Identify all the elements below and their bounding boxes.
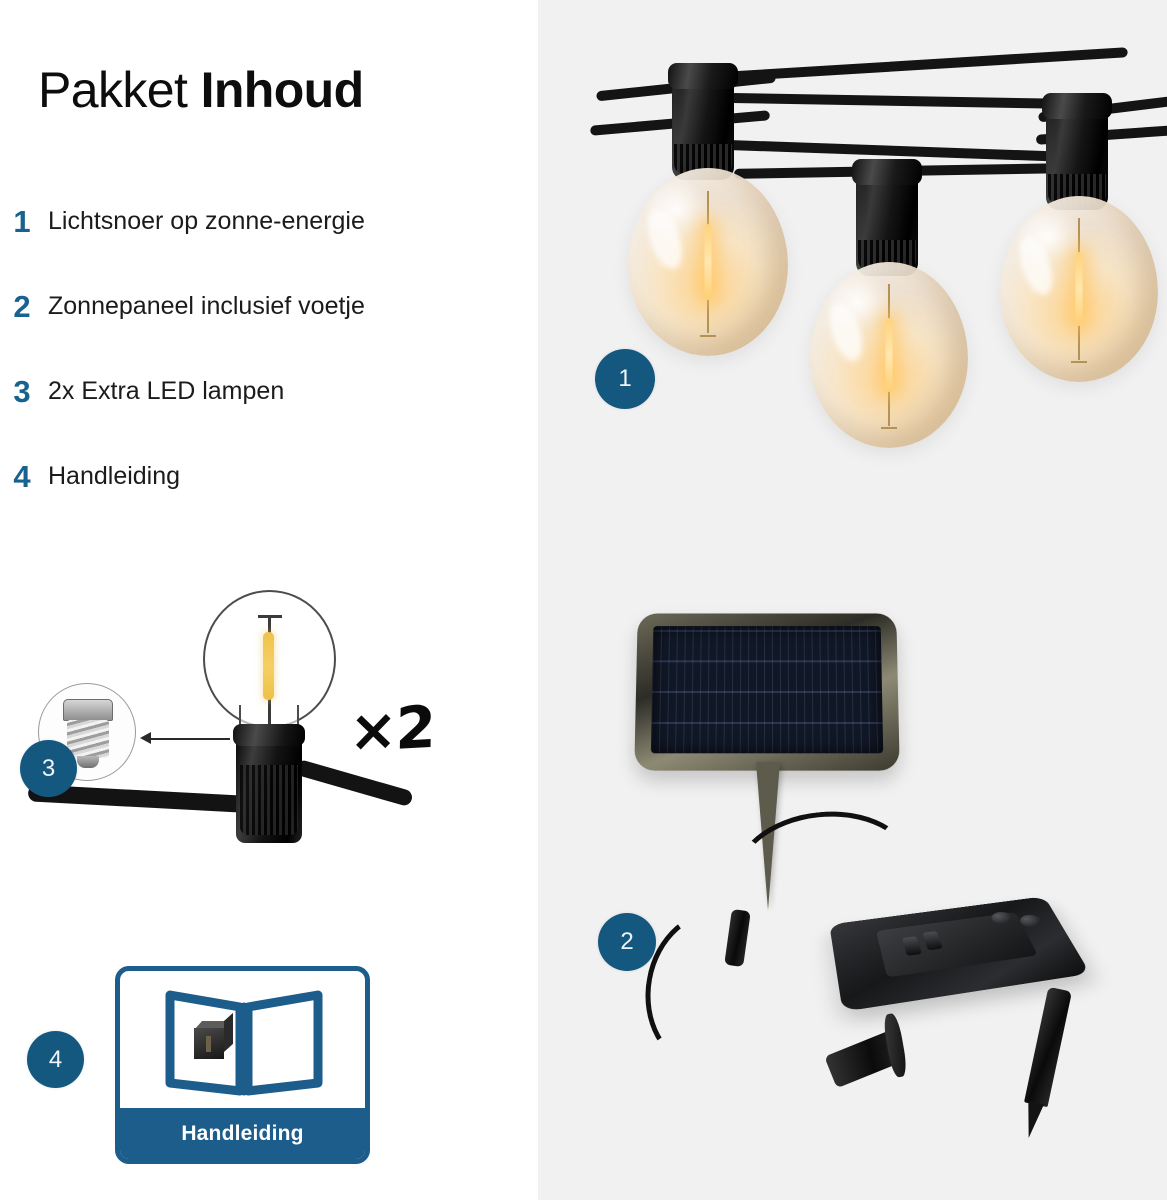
screw-base-tip [77, 756, 99, 768]
filament-cross [881, 427, 897, 429]
badge-manual: 4 [27, 1031, 84, 1088]
page-title-light: Pakket [38, 62, 201, 118]
box-slot [206, 1036, 211, 1052]
list-item-number: 1 [5, 206, 39, 237]
badge-extra-bulbs: 3 [20, 740, 77, 797]
filament-core [886, 318, 893, 392]
cable-top-span [708, 47, 1128, 83]
product-box-icon [194, 1021, 232, 1059]
ground-stake-icon [1024, 987, 1072, 1107]
badge-string-lights: 1 [595, 349, 655, 409]
badge-solar-panel: 2 [598, 913, 656, 971]
screw-base-top [63, 699, 113, 721]
filament-core [705, 224, 712, 299]
list-item: 2 Zonnepaneel inclusief voetje [0, 291, 500, 376]
filament-core [1076, 252, 1083, 326]
box-side-face [224, 1013, 233, 1052]
connection-cable-lower [633, 900, 789, 1080]
solar-panel-photo [538, 580, 1167, 1200]
screw-base-threads [67, 720, 109, 758]
list-item-number: 4 [5, 461, 39, 492]
extra-bulb-diagram [0, 565, 538, 865]
filament-core [263, 632, 274, 700]
light-bulb-icon [810, 262, 968, 448]
list-item-number: 2 [5, 291, 39, 322]
list-item-label: Handleiding [48, 463, 180, 491]
package-contents-list: 1 Lichtsnoer op zonne-energie 2 Zonnepan… [0, 206, 500, 546]
list-item-label: Zonnepaneel inclusief voetje [48, 293, 365, 321]
lamp-socket-icon [1046, 102, 1108, 210]
multiplier-label: ×2 [349, 698, 435, 761]
solar-panel-icon [634, 613, 900, 770]
solar-cells [651, 626, 883, 753]
filament-cross [700, 335, 716, 337]
arrow-left-icon-line [144, 738, 230, 740]
open-book-icon [162, 987, 326, 1099]
list-item: 1 Lichtsnoer op zonne-energie [0, 206, 500, 291]
lamp-socket-icon [856, 168, 918, 276]
manual-illustration [120, 971, 365, 1118]
list-item-label: Lichtsnoer op zonne-energie [48, 208, 365, 236]
bulb-highlight [823, 299, 868, 365]
arrow-left-icon-head [140, 732, 151, 744]
ground-stake-mount [824, 1030, 903, 1088]
page-title-bold: Inhoud [201, 62, 364, 118]
manual-footer-label: Handleiding [120, 1108, 365, 1159]
bulb-highlight [1013, 233, 1058, 299]
page-title: Pakket Inhoud [38, 62, 364, 118]
light-bulb-icon [628, 168, 788, 356]
filament-cross [1071, 361, 1087, 363]
list-item-number: 3 [5, 376, 39, 407]
bulb-highlight [641, 205, 689, 273]
list-item: 3 2x Extra LED lampen [0, 376, 500, 461]
controller-raised-section [876, 912, 1038, 977]
list-item: 4 Handleiding [0, 461, 500, 546]
light-bulb-icon [1000, 196, 1158, 382]
cord-right [294, 759, 414, 807]
manual-card: Handleiding [115, 966, 370, 1164]
lamp-socket-icon [672, 72, 734, 180]
list-item-label: 2x Extra LED lampen [48, 378, 284, 406]
lamp-socket-icon [236, 731, 302, 843]
